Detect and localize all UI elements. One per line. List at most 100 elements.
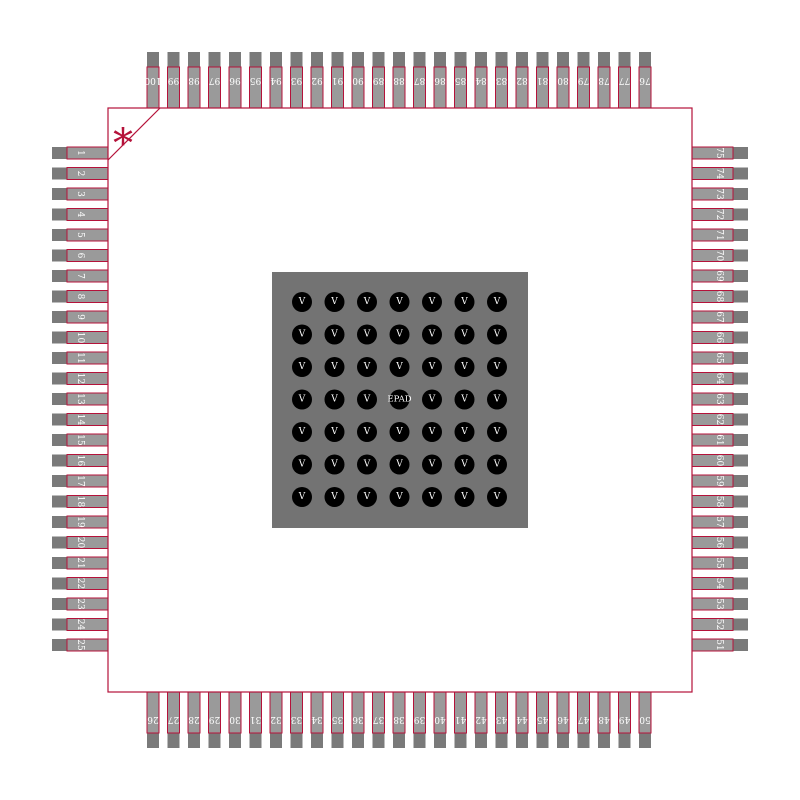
via-label: V [460,297,468,307]
thermal-via: V [324,324,345,345]
pin-pad: 45 [536,691,549,748]
pin-pad: 31 [249,691,262,748]
pad-outline [66,474,109,488]
pad-outline [577,66,590,109]
pad-outline [691,331,734,344]
thermal-via: V [292,454,312,475]
pin-number: 94 [270,75,282,85]
pin-pad: 42 [474,691,488,748]
pad-outline [66,392,109,406]
pin-pad: 14 [52,413,109,426]
pin-number: 74 [714,168,724,180]
pin-number: 85 [455,75,467,85]
pin-pad: 96 [228,52,242,109]
pin-pad: 29 [208,691,221,748]
pin-number: 6 [75,253,85,259]
pad-outline [269,66,283,109]
pin-pad: 26 [146,691,160,748]
via-circle [292,292,312,312]
pad-outline [351,691,365,734]
pin-pad: 89 [372,52,385,109]
pad-outline [413,66,426,109]
thermal-via: V [389,357,410,377]
pad-outline [290,691,303,734]
pad-outline [66,577,109,590]
pin-number: 47 [578,714,590,724]
pin-number: 11 [75,352,85,363]
via-label: V [298,427,306,437]
pad-outline [691,228,734,242]
pin-pad: 75 [691,146,748,160]
pad-outline [66,351,109,365]
via-label: V [460,395,468,405]
pad-outline [146,691,160,734]
pin-number: 33 [291,714,303,724]
pad-outline [638,66,652,109]
pin-pad: 35 [331,691,344,748]
via-label: V [428,362,436,372]
via-circle [487,389,507,410]
pin-pad: 21 [52,556,109,570]
pin-pad: 77 [618,52,631,109]
pin-number: 98 [188,75,200,85]
via-circle [487,454,507,475]
pad-outline [691,597,734,611]
pin-pad: 69 [691,269,748,283]
via-label: V [330,395,338,405]
pin-pad: 70 [691,249,748,262]
pin-number: 54 [714,578,724,590]
pad-outline [66,208,109,221]
via-label: V [395,460,403,470]
via-circle [422,324,442,345]
pin-number: 16 [75,455,85,467]
pin-pad: 81 [536,52,549,109]
thermal-via: V [422,422,442,442]
pin-number: 87 [414,75,426,85]
pad-outline [691,515,734,529]
pin-number: 8 [75,294,85,300]
pin-pad: 23 [52,597,109,611]
pad-outline [372,691,385,734]
pad-outline [66,597,109,611]
pad-outline [66,187,109,201]
pin-pad: 64 [691,372,748,385]
pin-pad: 4 [52,208,109,221]
thermal-via: V [487,487,507,507]
pin-pad: 92 [310,52,324,109]
pad-outline [269,691,283,734]
via-circle [389,357,410,377]
via-label: V [395,427,403,437]
pad-outline [249,691,262,734]
pin-pad: 84 [474,52,488,109]
via-label: V [363,460,371,470]
pin-number: 59 [714,475,724,487]
pin-pad: 48 [597,691,611,748]
thermal-via: V [389,454,410,475]
pin-pad: 51 [691,638,748,652]
pin-number: 19 [75,516,85,528]
pin-pad: 80 [556,52,570,109]
thermal-via: V [389,487,410,507]
via-label: V [363,297,371,307]
pin-pad: 10 [52,331,109,344]
pin-number: 12 [75,373,85,384]
pin-number: 92 [311,75,322,85]
via-label: V [460,330,468,340]
pad-outline [691,269,734,283]
via-circle [357,324,377,345]
via-circle [389,487,410,507]
pin-pad: 36 [351,691,365,748]
via-circle [389,454,410,475]
pad-outline [66,310,109,324]
thermal-via: V [389,292,410,312]
pin-number: 80 [557,75,569,85]
pin-pad: 30 [228,691,242,748]
pad-outline [536,66,549,109]
pad-outline [474,66,488,109]
pin-pad: 43 [495,691,508,748]
pad-outline [691,556,734,570]
pin-pad: 9 [52,310,109,324]
via-circle [422,357,442,377]
via-circle [292,454,312,475]
